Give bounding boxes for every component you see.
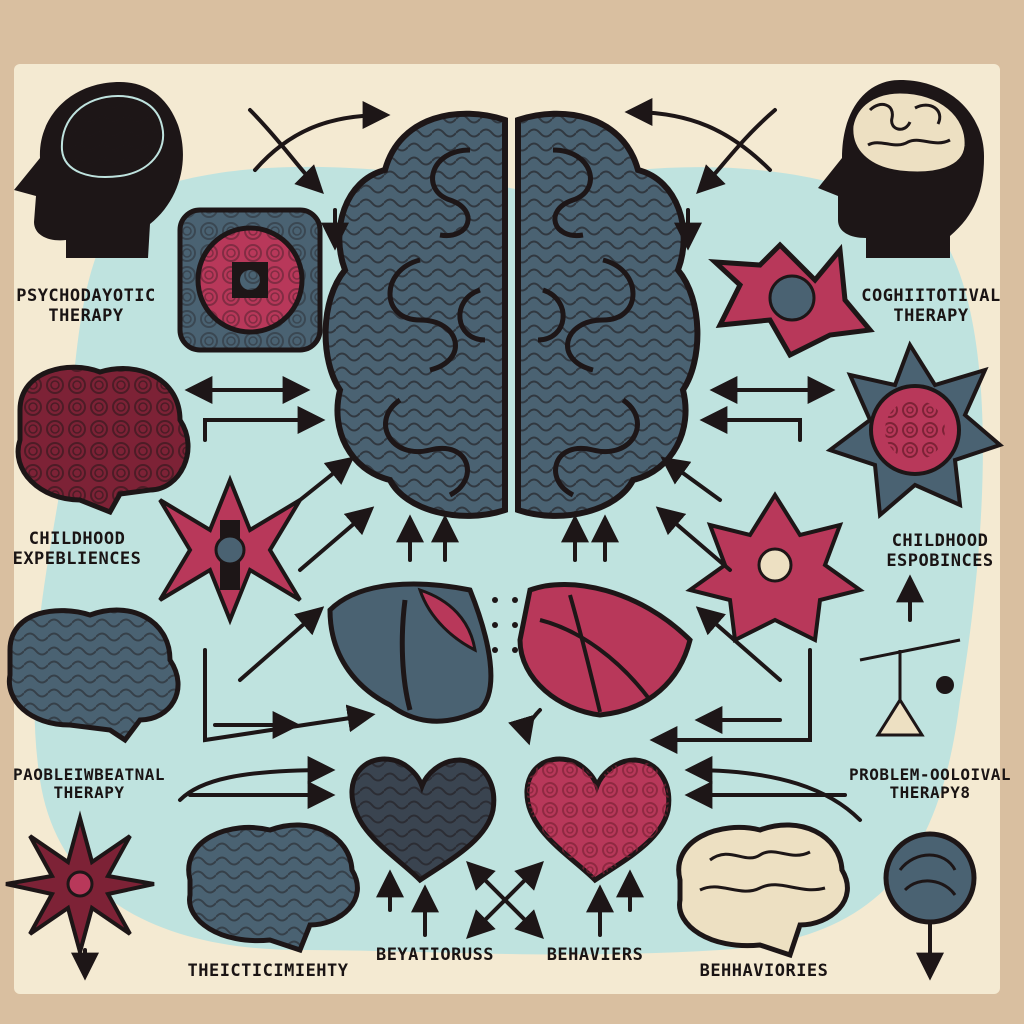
scale-icon-right [859, 638, 961, 737]
label-childhood-experiences-left: CHILDHOOD EXPEBLIENCES [2, 529, 152, 569]
central-brain [322, 110, 701, 519]
arrows [71, 98, 924, 981]
label-line: CHILDHOOD [891, 531, 989, 551]
brain-blue-left [6, 607, 181, 744]
label-line: THERAPY [48, 305, 124, 326]
label-problem-therapy-left: PAOBLEIWBEATNAL THERAPY [4, 765, 174, 803]
head-left [14, 82, 183, 258]
label-psychodynamic-therapy: PSYCHODAYOTIC THERAPY [6, 286, 166, 326]
label-line: THERAPY [893, 305, 969, 326]
blue-wash [34, 166, 983, 955]
flower-top-right [708, 241, 875, 359]
brain-cream-bottom-right [676, 822, 850, 959]
dots [492, 597, 518, 653]
label-line: THERAPY [53, 783, 125, 803]
label-cognitive-therapy: COGHIITOTIVAL THERAPY [846, 286, 1016, 326]
leaf-right [517, 582, 693, 718]
brain-red-left [15, 364, 191, 516]
heart-right [524, 756, 672, 884]
heart-left [349, 756, 497, 884]
label-line: THERAPY8 [889, 783, 971, 803]
label-line: ESPOBINCES [886, 550, 994, 571]
ornament-top-left [177, 207, 323, 353]
flower-mid-right [685, 491, 865, 644]
star-bottom-left [5, 810, 155, 960]
label-line: PSYCHODAYOTIC [16, 286, 156, 306]
label-childhood-experiences-right: CHILDHOOD ESPOBINCES [860, 531, 1020, 571]
label-line: PAOBLEIWBEATNAL [13, 765, 165, 784]
label-bottom-1: THEICTICIMIEHTY [187, 961, 349, 981]
label-line: COGHIITOTIVAL [861, 286, 1001, 306]
label-line: CHILDHOOD [28, 529, 126, 549]
label-line: PROBLEM-OOLOIVAL [848, 765, 1012, 784]
brain-blue-bottom-left [186, 822, 360, 954]
label-bottom-2: BEYATIORUSS [375, 945, 495, 965]
label-bottom-4: BEHHAVIORIES [699, 961, 829, 981]
label-problem-therapy-right: PROBLEM-OOLOIVAL THERAPY8 [840, 765, 1020, 803]
circle-icon-bottom-right [883, 831, 977, 981]
head-right [818, 80, 985, 258]
label-bottom-3: BEHAVIERS [546, 945, 644, 965]
label-line: EXPEBLIENCES [12, 548, 142, 569]
mandala-right [825, 340, 1004, 520]
leaf-left [327, 581, 494, 724]
